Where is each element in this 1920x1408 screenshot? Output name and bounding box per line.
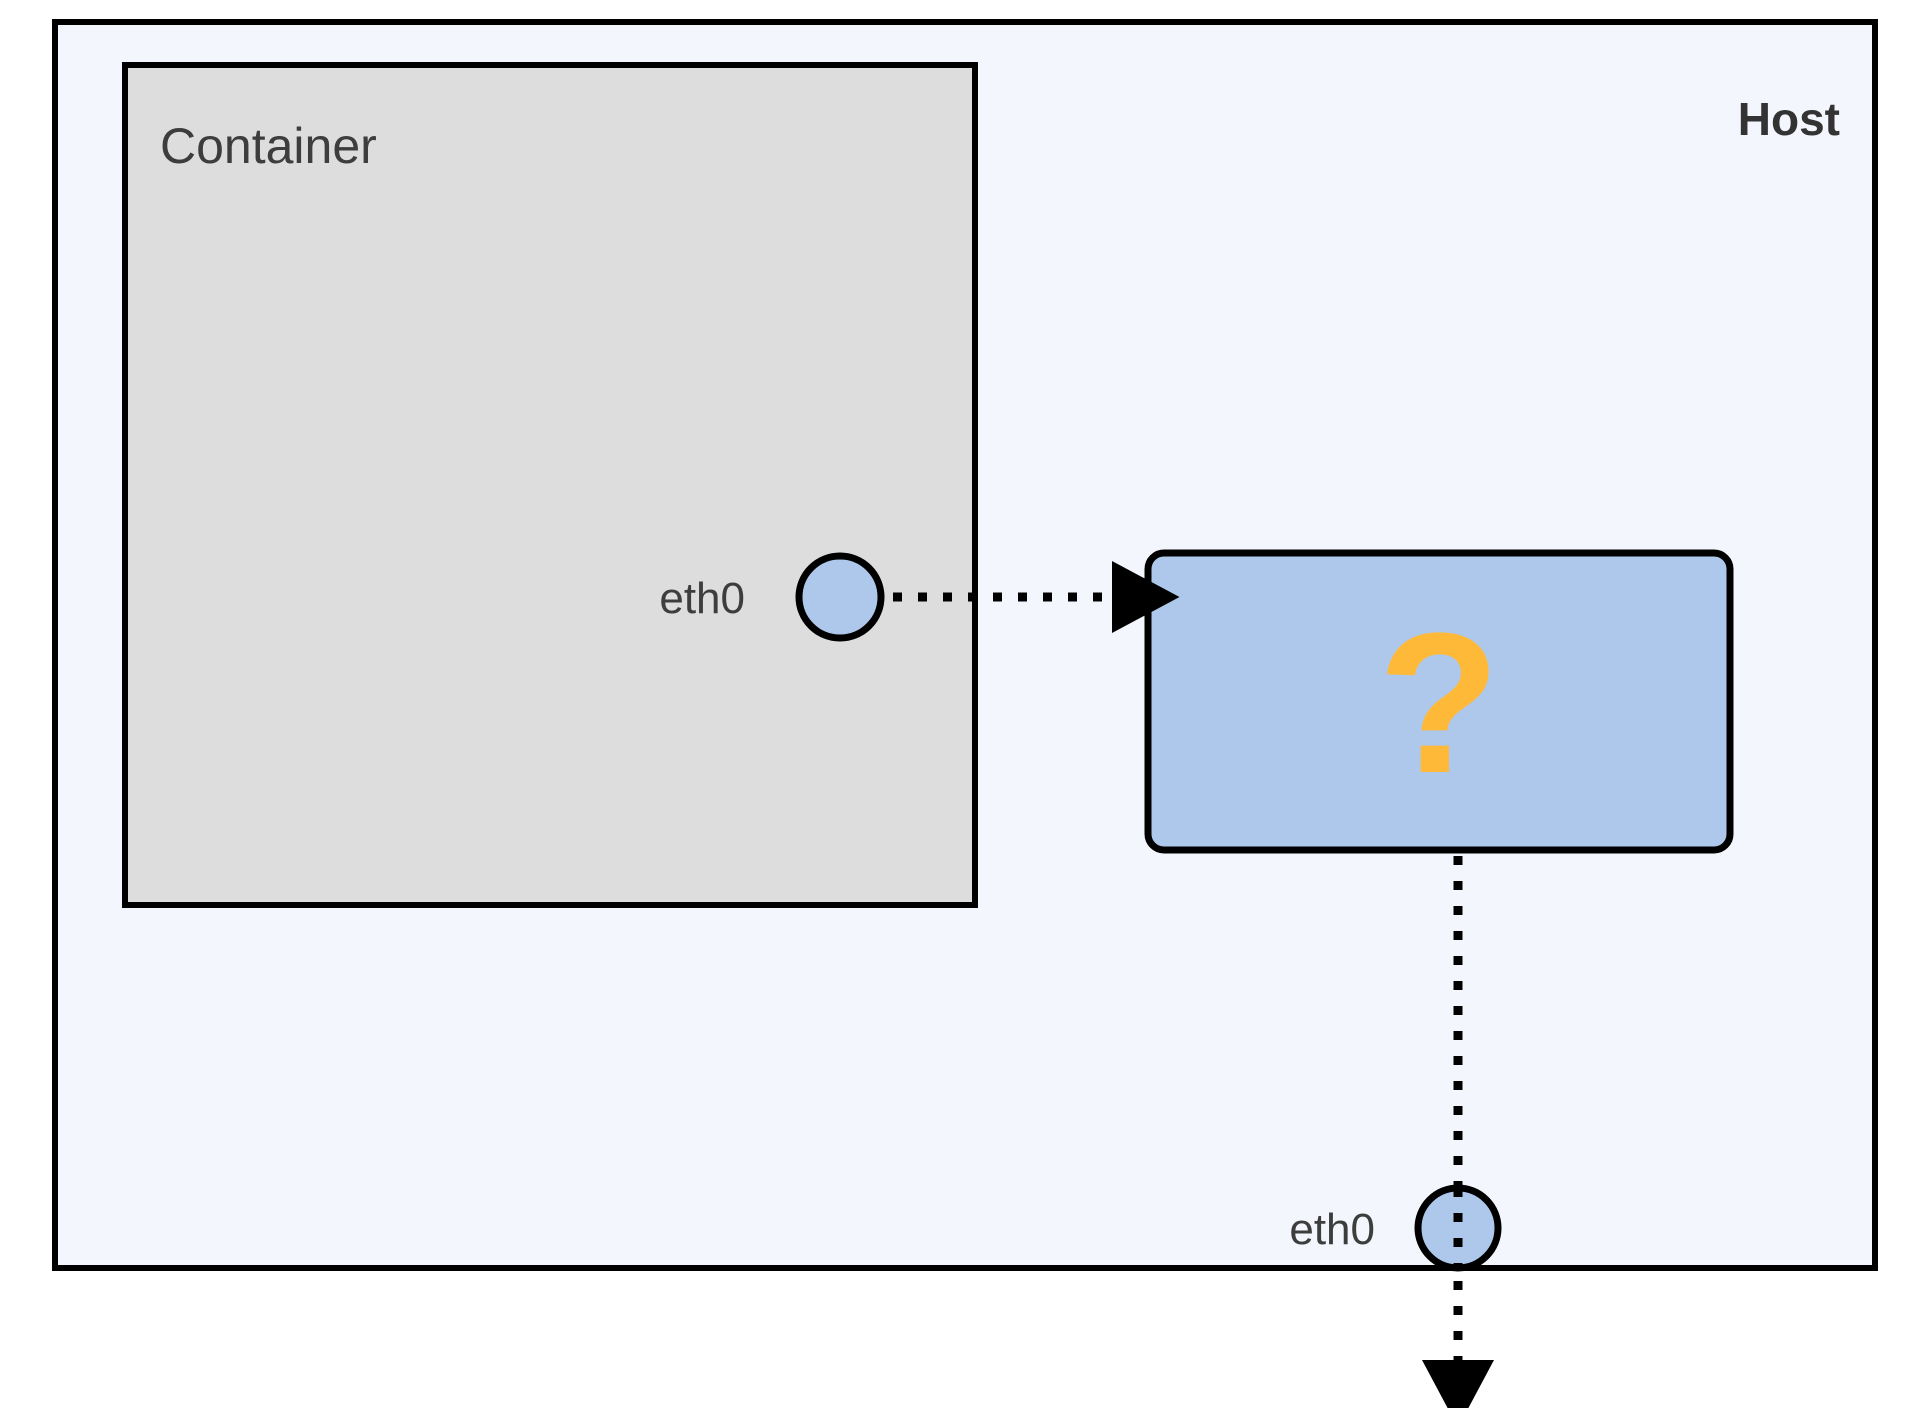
host-eth0-node[interactable]: [1414, 1184, 1502, 1272]
container-label: Container: [160, 118, 377, 174]
host-label: Host: [1738, 93, 1840, 145]
host-eth0-label: eth0: [1289, 1205, 1375, 1254]
container-boundary: [122, 62, 978, 908]
container-eth0-label: eth0: [659, 574, 745, 623]
container-eth0-node[interactable]: [795, 552, 885, 642]
question-mark-icon: ?: [1378, 592, 1500, 815]
unknown-component-box[interactable]: [1144, 549, 1734, 854]
